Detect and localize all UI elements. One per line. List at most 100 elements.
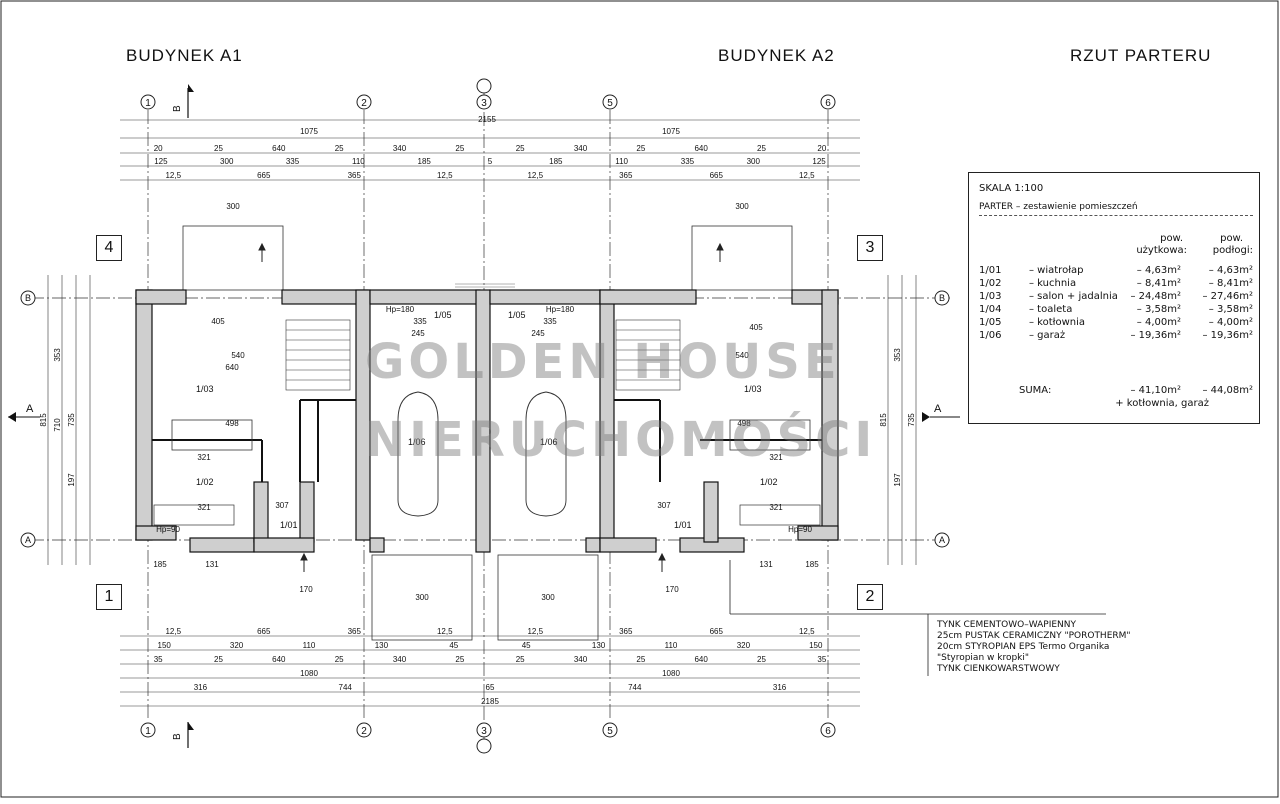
dimension-label: 12,5	[437, 171, 453, 180]
table-scale: SKALA 1:100	[979, 183, 1044, 194]
svg-text:353: 353	[893, 348, 902, 362]
terraces	[182, 225, 793, 641]
dimension-label: 35	[154, 655, 163, 664]
dimension-label: 1075	[300, 127, 318, 136]
table-row-usable-area: – 4,63m²	[1136, 265, 1181, 276]
table-row-usable-area: – 24,48m²	[1130, 291, 1181, 302]
room-1-05-left: 1/05	[434, 310, 452, 320]
wall-layers-legend: TYNK CEMENTOWO–WAPIENNY 25cm PUSTAK CERA…	[937, 620, 1131, 675]
svg-text:300: 300	[415, 593, 429, 602]
dimension-label: 640	[694, 144, 708, 153]
dimension-label: 665	[257, 627, 271, 636]
svg-text:307: 307	[275, 501, 289, 510]
section-a-left: A	[26, 403, 34, 415]
axis-label-top-1: 1	[145, 98, 151, 109]
dimension-label: 12,5	[165, 171, 181, 180]
dimension-label: 340	[574, 655, 588, 664]
axis-label-top-2: 2	[361, 98, 367, 109]
svg-text:335: 335	[543, 317, 557, 326]
table-row-name: – kotłownia	[1029, 317, 1086, 328]
axis-label-top-3: 3	[481, 98, 487, 109]
table-row-name: – salon + jadalnia	[1029, 291, 1118, 302]
table-row-floor-area: – 8,41m²	[1208, 278, 1253, 289]
dimension-label: 25	[335, 655, 344, 664]
dimension-label: 125	[154, 157, 168, 166]
table-row-floor-area: – 19,36m²	[1202, 330, 1253, 341]
table-row: 1/01– wiatrołap– 4,63m²– 4,63m²	[979, 265, 1253, 278]
dimension-label: 25	[214, 655, 223, 664]
legend-line-3: 20cm STYROPIAN EPS Termo Organika	[937, 642, 1110, 652]
dimension-label: 335	[286, 157, 300, 166]
table-sum-a: – 41,10m²	[1130, 385, 1181, 396]
svg-text:197: 197	[893, 473, 902, 487]
table-divider	[979, 215, 1253, 217]
section-b-bottom: B	[172, 733, 183, 740]
dimension-label: 5	[488, 157, 493, 166]
dimension-label: 340	[393, 655, 407, 664]
legend-line-2: 25cm PUSTAK CERAMICZNY "POROTHERM"	[937, 631, 1131, 641]
table-subtitle: PARTER – zestawienie pomieszczeń	[979, 202, 1138, 212]
dimension-label: 316	[773, 683, 787, 692]
svg-text:197: 197	[67, 473, 76, 487]
corner-mark-2: 2	[857, 584, 883, 610]
room-schedule-table: SKALA 1:100 PARTER – zestawienie pomiesz…	[968, 172, 1260, 424]
dimension-label: 300	[747, 157, 761, 166]
table-row-name: – wiatrołap	[1029, 265, 1084, 276]
dimension-label: 35	[817, 655, 826, 664]
room-1-02-right: 1/02	[760, 477, 778, 487]
axis-label-bottom-1: 1	[145, 726, 151, 737]
svg-text:321: 321	[769, 453, 783, 462]
svg-text:735: 735	[907, 413, 916, 427]
svg-text:131: 131	[759, 560, 773, 569]
dimension-label: 365	[348, 627, 362, 636]
dimension-label: 1080	[662, 669, 680, 678]
table-row-code: 1/05	[979, 317, 1002, 328]
svg-text:710: 710	[53, 418, 62, 432]
dimension-label: 45	[449, 641, 458, 650]
svg-text:A: A	[25, 535, 31, 545]
dimension-label: 744	[339, 683, 353, 692]
dimension-label: 2185	[481, 697, 499, 706]
dimension-label: 110	[615, 157, 628, 166]
svg-text:B: B	[25, 293, 31, 303]
dimension-label: 300	[220, 157, 234, 166]
room-1-03-left: 1/03	[196, 384, 214, 394]
svg-text:498: 498	[225, 419, 239, 428]
svg-text:353: 353	[53, 348, 62, 362]
dimension-label: 665	[257, 171, 271, 180]
dimension-label: 12,5	[165, 627, 181, 636]
corner-mark-4: 4	[96, 235, 122, 261]
svg-text:Hp=90: Hp=90	[156, 525, 180, 534]
corner-mark-3: 3	[857, 235, 883, 261]
dimension-label: 110	[303, 641, 316, 650]
room-1-06-right: 1/06	[540, 437, 558, 447]
table-col2-head2: podłogi:	[1212, 245, 1253, 256]
legend-line-5: TYNK CIENKOWARSTWOWY	[937, 664, 1060, 674]
dimension-label: 25	[636, 144, 645, 153]
room-1-03-right: 1/03	[744, 384, 762, 394]
table-row-floor-area: – 3,58m²	[1208, 304, 1253, 315]
svg-text:815: 815	[39, 413, 48, 427]
dimension-lines-bottom	[120, 635, 860, 707]
room-1-01-left: 1/01	[280, 520, 298, 530]
dimension-label: 640	[272, 144, 286, 153]
dimension-label: 640	[694, 655, 708, 664]
dimension-label: 25	[757, 655, 766, 664]
header-building-a1: BUDYNEK A1	[126, 46, 243, 65]
svg-text:307: 307	[657, 501, 671, 510]
svg-text:300: 300	[735, 202, 749, 211]
building-a2-walls	[599, 289, 839, 553]
car-icons	[397, 391, 567, 517]
svg-text:300: 300	[226, 202, 240, 211]
dimension-label: 12,5	[527, 627, 543, 636]
dimension-label: 25	[757, 144, 766, 153]
svg-text:131: 131	[205, 560, 219, 569]
table-row-floor-area: – 27,46m²	[1202, 291, 1253, 302]
room-1-01-right: 1/01	[674, 520, 692, 530]
svg-text:335: 335	[413, 317, 427, 326]
dimension-label: 12,5	[799, 171, 815, 180]
svg-text:321: 321	[769, 503, 783, 512]
svg-text:245: 245	[411, 329, 425, 338]
